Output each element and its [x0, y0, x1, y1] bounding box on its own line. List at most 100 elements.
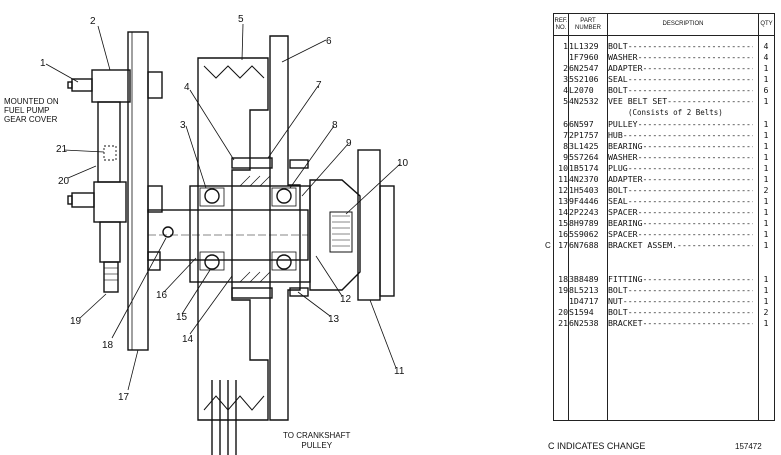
part-number: 1D4717	[569, 296, 599, 306]
callout-11: 11	[394, 366, 405, 377]
part-number: 6N2547	[569, 63, 599, 73]
ref-number: 5	[563, 96, 568, 106]
callout-14: 14	[182, 334, 194, 345]
part-number: 1B5174	[569, 163, 599, 173]
part-number: 4N2532	[569, 96, 599, 106]
quantity: 1	[763, 141, 769, 151]
quantity: 2	[763, 307, 769, 317]
table-row: 4L2070BOLT------------------------------…	[554, 85, 774, 96]
part-number: 6N2538	[569, 318, 599, 328]
mount-note-line: GEAR COVER	[4, 115, 58, 124]
callout-20: 20	[58, 176, 70, 187]
description: WASHER----------------------------------…	[608, 52, 753, 62]
callout-7: 7	[316, 80, 322, 91]
ref-number: 12	[558, 185, 568, 195]
ref-number: 2	[563, 63, 568, 73]
header-qty: QTY	[760, 21, 773, 27]
quantity: 1	[763, 218, 769, 228]
quantity: 2	[763, 185, 769, 195]
ref-number: 20	[558, 307, 568, 317]
table-row: 83L1425BEARING--------------------------…	[554, 141, 774, 152]
column-divider	[607, 14, 608, 420]
description: BOLT------------------------------------…	[608, 185, 753, 195]
description: ADAPTER---------------------------------…	[608, 63, 753, 73]
column-divider	[758, 14, 759, 420]
quantity: 1	[763, 318, 769, 328]
callout-19: 19	[70, 316, 82, 327]
mount-note: MOUNTED ON FUEL PUMP GEAR COVER	[4, 97, 59, 124]
callout-17: 17	[118, 392, 130, 403]
callout-13: 13	[328, 314, 340, 325]
quantity: 4	[763, 41, 769, 51]
mount-note-line: FUEL PUMP	[4, 106, 50, 115]
quantity: 1	[763, 163, 769, 173]
mount-note-line: MOUNTED ON	[4, 97, 59, 106]
crankshaft-note-line: PULLEY	[301, 441, 333, 450]
callout-8: 8	[332, 120, 338, 131]
description: BEARING---------------------------------…	[608, 141, 753, 151]
table-row: 72P1757HUB------------------------------…	[554, 130, 774, 141]
description: ADAPTER---------------------------------…	[608, 174, 753, 184]
quantity: 1	[763, 74, 769, 84]
part-number: 4N2370	[569, 174, 599, 184]
quantity: 1	[763, 229, 769, 239]
quantity: 1	[763, 196, 769, 206]
ref-number: 9	[563, 152, 568, 162]
ref-number: 16	[558, 229, 568, 239]
part-number: 5S7264	[569, 152, 599, 162]
callout-16: 16	[156, 290, 168, 301]
part-number: L2070	[569, 85, 594, 95]
table-row: 35S2106SEAL-----------------------------…	[554, 74, 774, 85]
description: (Consists of 2 Belts)	[628, 108, 723, 117]
callout-3: 3	[180, 120, 186, 131]
table-row: 11L1329BOLT-----------------------------…	[554, 41, 774, 52]
header-ref: REF. NO.	[554, 17, 568, 31]
description: VEE BELT SET----------------------------…	[608, 96, 753, 106]
ref-number: 18	[558, 274, 568, 284]
table-row: 158H9789BEARING-------------------------…	[554, 218, 774, 229]
description: BOLT------------------------------------…	[608, 85, 753, 95]
quantity: 1	[763, 285, 769, 295]
part-number: 2P1757	[569, 130, 599, 140]
table-row: 1D4717NUT-------------------------------…	[554, 296, 774, 307]
table-row: 101B5174PLUG----------------------------…	[554, 163, 774, 174]
part-number: 6N7688	[569, 240, 599, 250]
quantity: 1	[763, 207, 769, 217]
header-part-number: PART NUMBER	[574, 17, 601, 31]
crankshaft-note: TO CRANKSHAFT PULLEY	[283, 431, 350, 451]
quantity: 1	[763, 296, 769, 306]
part-number: 1L1329	[569, 41, 599, 51]
description: SPACER----------------------------------…	[608, 229, 753, 239]
callout-10: 10	[397, 158, 409, 169]
table-row: 66N597PULLEY----------------------------…	[554, 119, 774, 130]
description: BOLT------------------------------------…	[608, 285, 753, 295]
part-number: 8L5213	[569, 285, 599, 295]
description: BRACKET---------------------------------…	[608, 318, 753, 328]
ref-number: 8	[563, 141, 568, 151]
part-number: 5S2106	[569, 74, 599, 84]
callout-12: 12	[340, 294, 352, 305]
part-number: 6N597	[569, 119, 594, 129]
change-flag: C	[545, 241, 551, 250]
description: SEAL------------------------------------…	[608, 196, 753, 206]
description: BOLT------------------------------------…	[608, 307, 753, 317]
quantity: 1	[763, 174, 769, 184]
callout-6: 6	[326, 36, 332, 47]
part-number: 2P2243	[569, 207, 599, 217]
description: BEARING---------------------------------…	[608, 218, 753, 228]
ref-number: 1	[563, 41, 568, 51]
quantity: 1	[763, 119, 769, 129]
ref-number: 11	[558, 174, 568, 184]
part-number: S1594	[569, 307, 594, 317]
part-number: 3B8489	[569, 274, 599, 284]
quantity: 4	[763, 52, 769, 62]
callout-4: 4	[184, 82, 190, 93]
part-number: 8H9789	[569, 218, 599, 228]
quantity: 1	[763, 130, 769, 140]
header-description: DESCRIPTION	[662, 21, 704, 27]
part-number: 1H5403	[569, 185, 599, 195]
callout-1: 1	[40, 58, 46, 69]
